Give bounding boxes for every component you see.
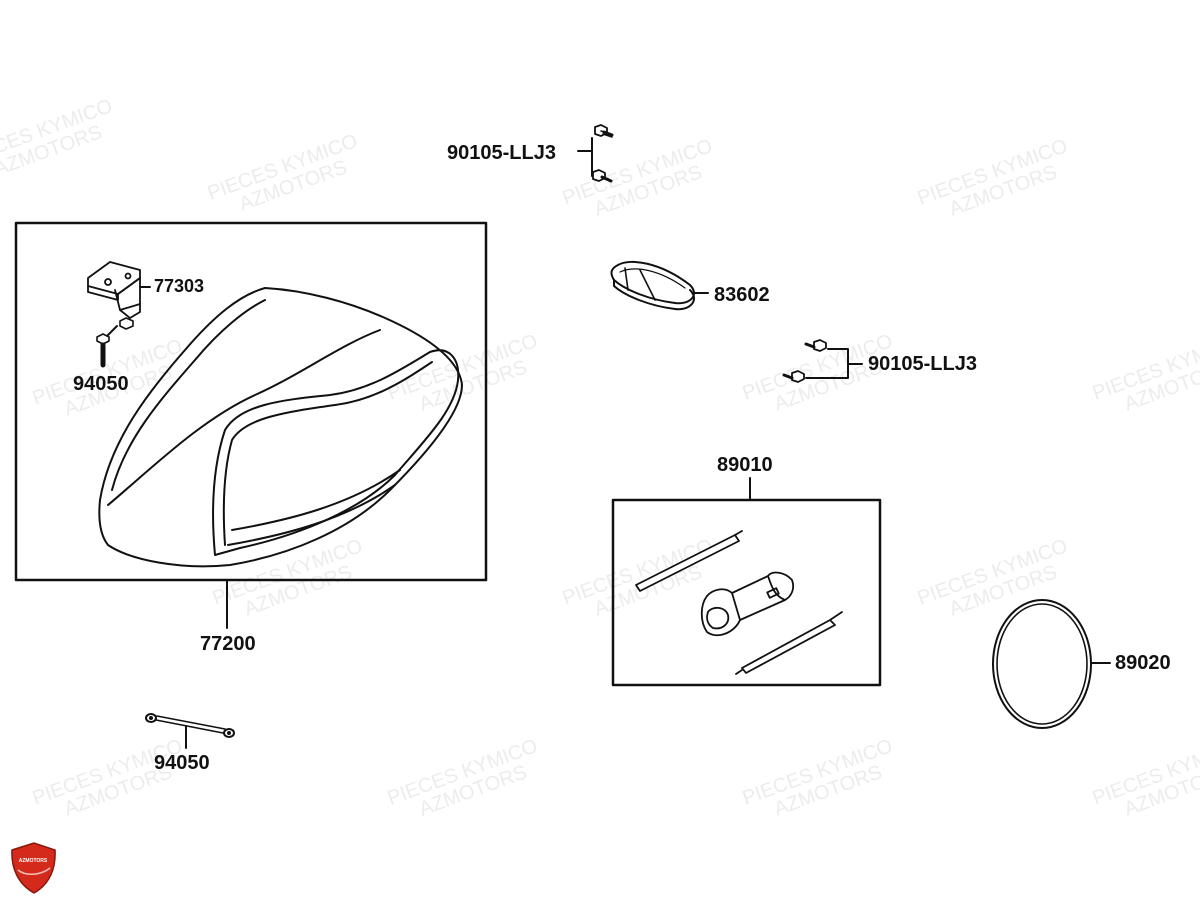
label-seat: 77200: [200, 633, 256, 655]
screws-right-drawing: [782, 339, 863, 383]
label-bolt-upper: 94050: [73, 373, 129, 395]
strap-drawing: [145, 713, 235, 749]
screw-icon: [782, 370, 805, 383]
screws-top-drawing: [577, 124, 614, 183]
ring-gasket-drawing: [992, 599, 1111, 729]
label-cover-cap: 83602: [714, 284, 770, 306]
label-ring-gasket: 89020: [1115, 652, 1171, 674]
screw-icon: [594, 124, 614, 138]
tool-kit-frame: [611, 498, 882, 687]
label-screws-right: 90105-LLJ3: [868, 353, 977, 375]
screw-icon: [804, 339, 827, 352]
label-screws-top: 90105-LLJ3: [447, 142, 556, 164]
screw-icon: [592, 169, 613, 183]
seat-drawing: [98, 287, 463, 568]
bracket-drawing: [87, 261, 151, 319]
logo-text: AZMOTORS: [18, 858, 48, 864]
label-seat-bracket: 77303: [154, 276, 205, 296]
seat-frame: [14, 221, 488, 582]
tool-kit-drawing: [635, 530, 843, 675]
cover-cap-drawing: [610, 260, 709, 311]
azmotors-logo: [11, 842, 56, 894]
label-bolt-lower: 94050: [154, 752, 210, 774]
label-tool-kit: 89010: [717, 454, 773, 476]
bolt-upper-drawing: [96, 317, 134, 368]
